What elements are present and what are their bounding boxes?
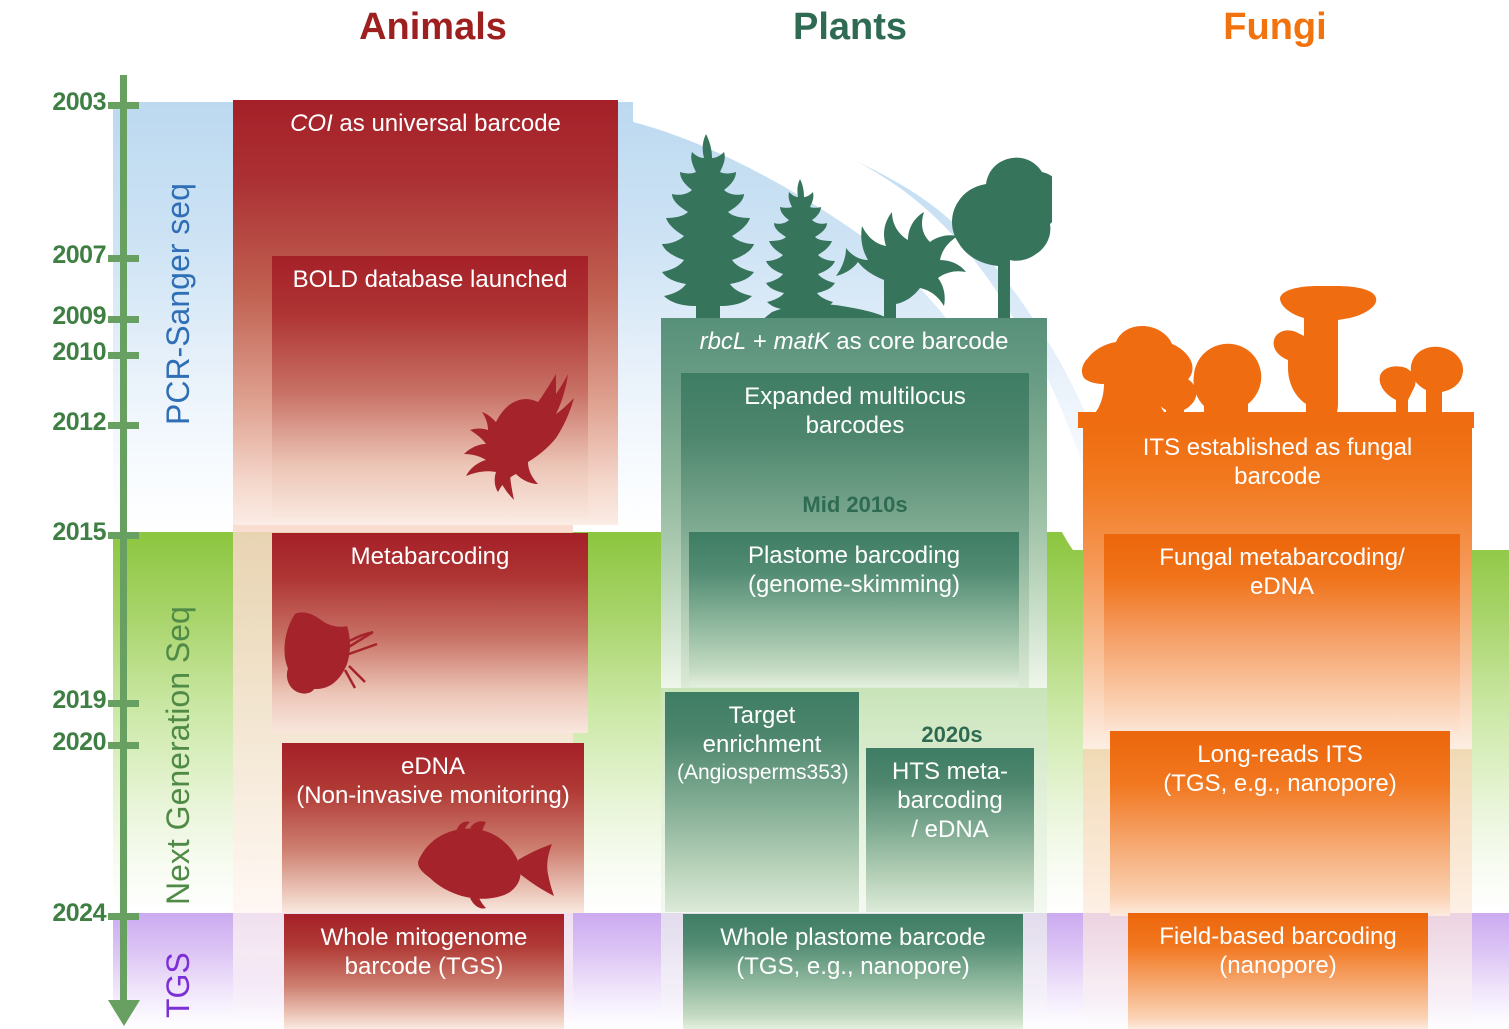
card-fungi-field-based-subtitle: (nanopore) [1219,951,1337,979]
year-label-2019: 2019 [52,686,106,714]
column-header-animals: Animals [359,6,507,48]
card-plants-plastome: Plastome barcoding (genome-skimming) [689,532,1019,687]
card-fungi-metabarcoding-subtitle: eDNA [1249,572,1315,600]
card-plants-target-enrichment-title: Target [728,702,796,729]
year-label-2007: 2007 [52,241,106,269]
card-animals-bold-text: BOLD database launched [292,266,568,293]
column-header-plants: Plants [792,6,908,48]
tick-2009 [108,316,139,323]
card-fungi-its-subtitle: barcode [1234,462,1321,490]
note-mid-2010s: Mid 2010s [802,492,908,517]
card-plants-multilocus-title: Expanded multilocus [744,383,966,410]
mushroom-silhouette-icon [1078,286,1474,428]
card-fungi-field-based: Field-based barcoding (nanopore) [1128,913,1428,1029]
card-animals-edna-title: eDNA [400,753,466,780]
card-animals-bold: BOLD database launched [272,256,588,518]
card-plants-plastome-subtitle: (genome-skimming) [747,570,961,598]
year-label-2015: 2015 [52,518,106,546]
year-label-2012: 2012 [52,408,106,436]
tick-2012 [108,422,139,429]
card-fungi-metabarcoding: Fungal metabarcoding/ eDNA [1104,534,1460,734]
era-label-pcr-sanger: PCR-Sanger seq [160,183,196,425]
year-label-2009: 2009 [52,302,106,330]
tick-2024 [108,913,139,920]
axis-arrow-icon [108,1000,140,1026]
card-animals-mitogenome: Whole mitogenome barcode (TGS) [284,914,564,1029]
card-plants-whole-plastome: Whole plastome barcode (TGS, e.g., nanop… [683,914,1023,1029]
tick-2010 [108,352,139,359]
card-plants-hts-title: HTS meta- [891,758,1008,785]
card-plants-whole-plastome-subtitle: (TGS, e.g., nanopore) [736,952,970,980]
year-label-2020: 2020 [52,728,106,756]
card-animals-mitogenome-title: Whole mitogenome [320,924,528,951]
card-plants-hts-subtitle: barcoding [897,786,1003,814]
card-animals-mitogenome-subtitle: barcode (TGS) [344,952,504,980]
era-label-tgs: TGS [160,952,196,1018]
card-plants-hts-detail: / eDNA [911,815,989,843]
card-plants-hts-metabarcoding: HTS meta- barcoding / eDNA [866,748,1034,912]
card-plants-target-enrichment: Target enrichment (Angiosperms353) [665,692,859,912]
tick-2007 [108,255,139,262]
card-animals-edna-subtitle: (Non-invasive monitoring) [296,781,570,809]
card-plants-whole-plastome-title: Whole plastome barcode [720,924,986,951]
note-2020s: 2020s [921,722,983,747]
card-animals-metabarcoding-text: Metabarcoding [350,543,510,570]
year-label-2024: 2024 [52,899,106,927]
card-plants-target-enrichment-detail: (Angiosperms353) [677,760,849,784]
card-plants-multilocus-subtitle: barcodes [805,411,905,439]
butterfly-silhouette-icon [284,612,378,694]
eagle-silhouette-icon [464,374,574,500]
year-label-2010: 2010 [52,338,106,366]
card-plants-rbcl-matk-text: rbcL + matK as core barcode [699,328,1009,355]
tick-2019 [108,700,139,707]
column-header-fungi: Fungi [1223,6,1327,48]
card-plants-plastome-title: Plastome barcoding [747,542,961,569]
card-fungi-metabarcoding-title: Fungal metabarcoding/ [1159,544,1405,571]
year-label-2003: 2003 [52,88,106,116]
card-animals-edna: eDNA (Non-invasive monitoring) [282,743,584,913]
fish-silhouette-icon [418,821,554,909]
tree-silhouette-icon [662,134,1052,320]
card-fungi-its-title: ITS established as fungal [1142,434,1413,461]
tick-2015 [108,532,139,539]
card-fungi-field-based-title: Field-based barcoding [1159,923,1397,950]
card-fungi-long-reads: Long-reads ITS (TGS, e.g., nanopore) [1110,731,1450,916]
card-fungi-long-reads-title: Long-reads ITS [1197,741,1363,768]
card-animals-coi-text: COI as universal barcode [290,110,561,137]
era-label-next-generation: Next Generation Seq [160,606,196,905]
card-plants-target-enrichment-subtitle: enrichment [702,730,822,758]
card-animals-metabarcoding: Metabarcoding [272,533,588,733]
tick-2003 [108,102,139,109]
card-fungi-long-reads-subtitle: (TGS, e.g., nanopore) [1163,769,1397,797]
axis-line [120,75,127,1020]
tick-2020 [108,742,139,749]
